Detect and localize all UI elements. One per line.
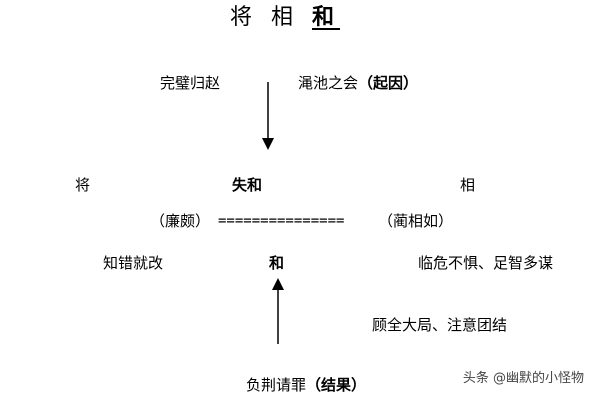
relation-link: ===============	[218, 213, 345, 229]
title-highlight: 和	[312, 4, 341, 30]
cause-left: 完璧归赵	[160, 74, 221, 92]
person-lian-po: （廉颇）	[150, 212, 211, 230]
cause-tag: （起因）	[358, 74, 419, 92]
title-main: 将 相	[230, 5, 312, 30]
cause-right-text: 渑池之会	[298, 74, 359, 92]
result-tag: （结果）	[306, 376, 367, 394]
conflict-label: 失和	[232, 176, 263, 194]
harmony-label: 和	[269, 254, 285, 272]
trait-right: 临危不惧、足智多谋	[418, 254, 554, 272]
up-arrow-icon	[272, 278, 284, 344]
note-text: 顾全大局、注意团结	[372, 316, 508, 334]
down-arrow-icon	[262, 82, 274, 150]
page-title: 将 相 和	[230, 6, 340, 29]
watermark: 头条 @幽默的小怪物	[458, 365, 588, 388]
trait-left: 知错就改	[103, 254, 164, 272]
general-label: 将	[75, 176, 91, 194]
cause-right: 渑池之会（起因）	[298, 76, 418, 91]
result-text: 负荆请罪	[246, 376, 307, 394]
result-line: 负荆请罪（结果）	[246, 378, 366, 393]
minister-label: 相	[460, 176, 476, 194]
person-lin-xiangru: （蔺相如）	[378, 212, 454, 230]
